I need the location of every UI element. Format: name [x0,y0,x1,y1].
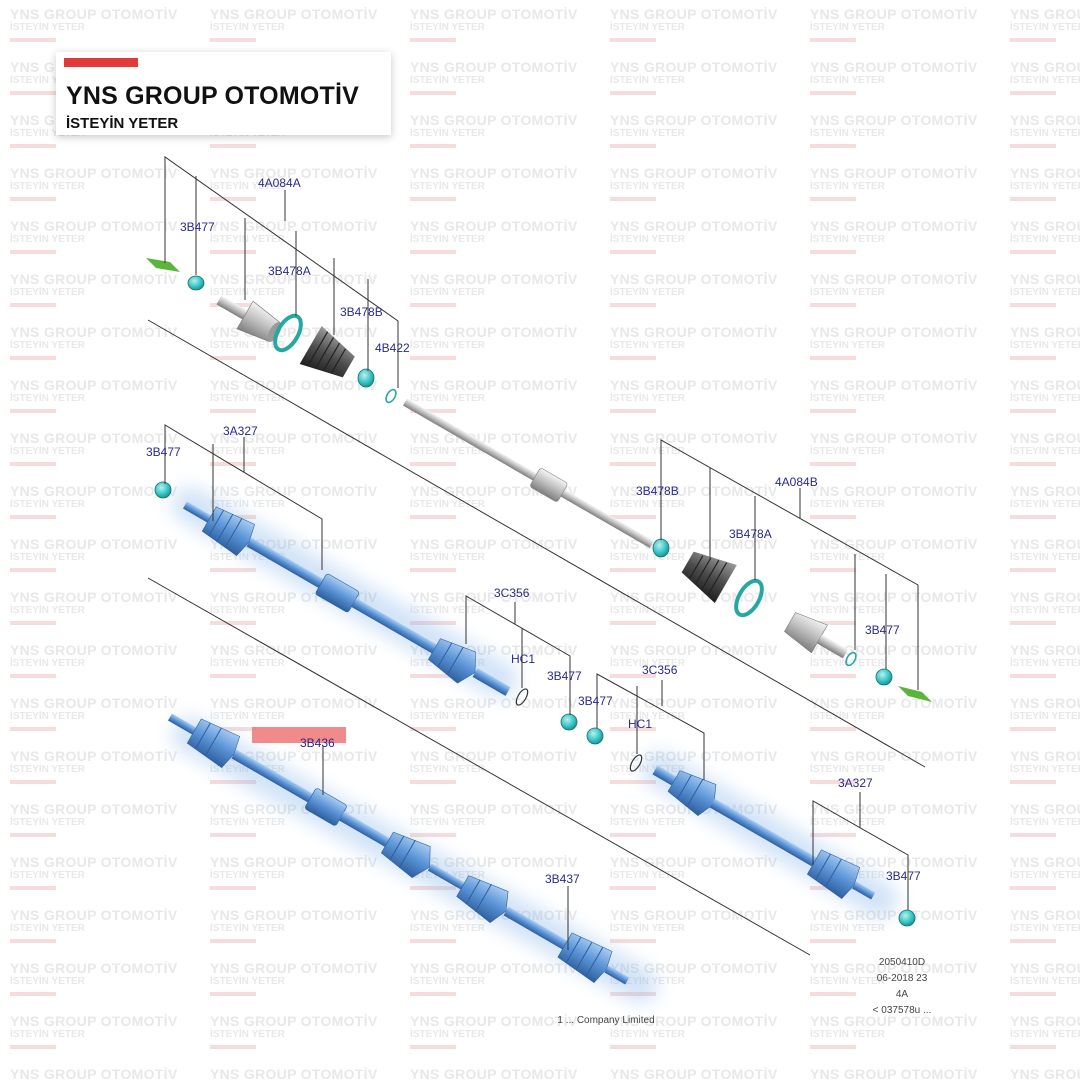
ring-3b478a-top [273,313,303,353]
ring-3b478a-right [734,578,764,618]
label-3b478a-top: 3B478A [268,264,311,278]
boot-right [681,551,737,604]
reference-line-3: 4A [896,989,909,1000]
reference-block: 2050410D 06-2018 23 4A < 037578u ... [873,957,932,1016]
clip-right [845,651,857,667]
label-3b477-mid-b: 3B477 [578,694,613,708]
blue-shaft-assembly-lower [168,713,630,985]
logo-accent-bar [64,58,138,67]
label-3b477-mid-a: 3B477 [547,669,582,683]
leader-lines [164,156,919,950]
label-3b477-right-top: 3B477 [865,623,900,637]
nut-3b477-top [187,275,205,291]
logo-subtitle: İSTEYİN YETER [66,115,179,132]
label-4a084b: 4A084B [775,475,818,489]
nut-3b477-mid-b [586,727,604,745]
logo-card: YNS GROUP OTOMOTİV İSTEYİN YETER [56,52,391,135]
nut-3b477-mid-a [560,713,578,731]
nut-3b477-right-bottom [898,909,916,927]
label-3a327-upper: 3A327 [223,424,258,438]
clip-hc1-lower [629,754,643,772]
label-3a327-right: 3A327 [838,776,873,790]
reference-line-1: 2050410D [879,957,925,968]
label-4b422: 4B422 [375,341,410,355]
green-tag-left [146,258,180,272]
gray-shaft-assembly [146,258,932,702]
logo-title: YNS GROUP OTOMOTİV [66,82,359,110]
label-4a084a: 4A084A [258,176,301,190]
nut-3b477-upper-left [154,481,172,499]
cv-joint-outer-right [784,612,848,659]
part-labels: 4A084A 3B477 3B478A 3B478B 4B422 3A327 3… [146,176,921,886]
clip-4b422 [385,388,397,404]
label-hc1-upper: HC1 [511,652,535,666]
boot-top [299,325,355,378]
nut-3b477-right-top [875,668,893,686]
blue-shaft-assembly-upper [154,481,643,772]
label-3b477-top: 3B477 [180,220,215,234]
blue-shaft-assembly-right [652,765,876,900]
label-3b437: 3B437 [545,872,580,886]
label-3b477-upper-left: 3B477 [146,445,181,459]
cv-joint-outer-top [216,295,282,342]
label-3b436: 3B436 [300,736,335,750]
label-3c356-lower: 3C356 [642,663,678,677]
label-3b478a-right: 3B478A [729,527,772,541]
green-tag-right [898,686,932,702]
gray-intermediate-shaft [403,398,654,548]
label-hc1-lower: HC1 [628,717,652,731]
highlight-3b436 [252,727,346,743]
reference-line-4: < 037578u ... [873,1005,932,1016]
shaft-glow [172,487,898,1003]
nut-3b478b-top [357,368,375,388]
clip-hc1-upper [515,688,529,706]
label-3b478b-right: 3B478B [636,484,679,498]
label-3b478b-top: 3B478B [340,305,383,319]
label-3c356-upper: 3C356 [494,586,530,600]
copyright-text: 1 ... Company Limited [557,1015,654,1026]
nut-3b478b-right [652,538,670,558]
label-3b477-right-bottom: 3B477 [886,869,921,883]
reference-line-2: 06-2018 23 [877,973,928,984]
separator-lines [147,319,926,956]
